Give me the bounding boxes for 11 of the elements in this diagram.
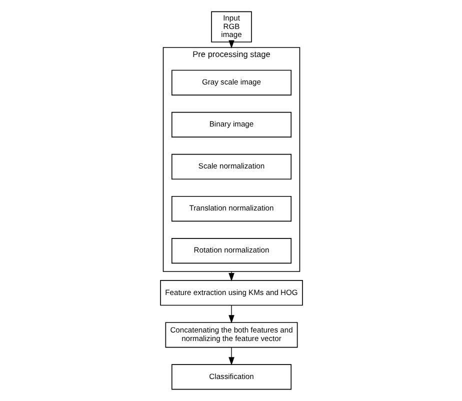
node-box: Gray scale image (170, 70, 292, 96)
node-box: Concatenating the both features and normalizing the feature vector (164, 322, 298, 348)
node-box: Classification (170, 364, 292, 390)
arrow (228, 304, 234, 324)
node-box: Binary image (170, 112, 292, 138)
node-box: Rotation normalization (170, 238, 292, 264)
arrow (228, 347, 234, 366)
node-box: Scale normalization (170, 154, 292, 180)
node-box: Translation normalization (170, 196, 292, 222)
arrow (228, 271, 234, 282)
node-box: Feature extraction using KMs and HOG (160, 280, 302, 306)
